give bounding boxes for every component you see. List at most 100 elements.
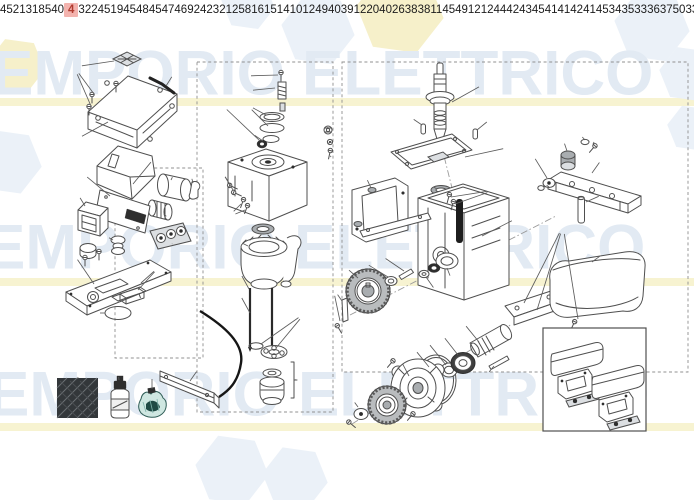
watermark-band xyxy=(0,278,694,286)
part-label-38: 38 xyxy=(417,4,431,16)
part-label-40: 40 xyxy=(51,4,65,16)
switch-part-4 xyxy=(77,201,109,237)
part-label-2: 2 xyxy=(12,4,20,16)
gear-housing-part-12 xyxy=(417,183,510,301)
part-label-43: 43 xyxy=(519,4,532,16)
part-label-39: 39 xyxy=(340,4,354,16)
part-label-15: 15 xyxy=(264,4,277,16)
part-label-1: 1 xyxy=(19,4,26,16)
part-label-49: 49 xyxy=(455,4,468,16)
part-label-41: 41 xyxy=(557,4,571,16)
part-label-46: 46 xyxy=(174,4,188,16)
watermark-hexagon xyxy=(0,39,45,93)
watermark-hexagon xyxy=(195,435,269,500)
pin-part-33 xyxy=(398,268,414,280)
part-label-33: 33 xyxy=(634,4,648,16)
part-label-18: 18 xyxy=(32,4,45,16)
part-label-49: 49 xyxy=(315,4,328,16)
screw-part-14 xyxy=(325,147,334,160)
part-label-41: 41 xyxy=(544,4,558,16)
oring-part-48 xyxy=(104,306,132,320)
part-label-22: 22 xyxy=(84,4,98,16)
pin-part-38b xyxy=(472,128,478,140)
part-label-19: 19 xyxy=(110,4,124,16)
bell-housing-part-40 xyxy=(240,234,302,290)
kit-box-part-27 xyxy=(542,327,647,432)
part-label-38: 38 xyxy=(404,4,418,16)
roller-part-3 xyxy=(147,199,173,221)
valve-part-23 xyxy=(277,81,287,112)
pin-part-41b xyxy=(577,195,585,224)
watermark-hexagon xyxy=(262,447,328,500)
part-label-45: 45 xyxy=(531,4,545,16)
bearing-parts-37-50 xyxy=(418,252,459,279)
part-label-47: 47 xyxy=(161,4,175,16)
part-label-41: 41 xyxy=(583,4,596,16)
part-label-4: 4 xyxy=(64,3,79,17)
bracket-bar-part-9 xyxy=(159,370,220,409)
screw-plate-part-45 xyxy=(86,51,143,116)
part-label-12: 12 xyxy=(302,4,316,16)
part-label-21: 21 xyxy=(219,4,232,16)
bearing-part-51 xyxy=(450,352,476,374)
seal-part-8 xyxy=(256,135,280,149)
part-label-34: 34 xyxy=(608,4,622,16)
cover-part-1 xyxy=(87,75,178,149)
stud-rods-part-39-12 xyxy=(248,288,274,352)
watermark-hexagon xyxy=(0,131,42,194)
cap-small xyxy=(79,243,97,259)
worm-gear-part-34 xyxy=(345,268,391,314)
grease-sachet-part-46 xyxy=(138,387,167,418)
gasket-plate-part-11 xyxy=(390,133,473,170)
grill-part-45 xyxy=(149,222,192,250)
part-label-42: 42 xyxy=(570,4,584,16)
foam-pad-part-45 xyxy=(56,377,99,419)
part-label-26: 26 xyxy=(391,4,405,16)
watermark-text: EMPORIO ELETTRICO xyxy=(0,359,650,430)
part-label-45: 45 xyxy=(97,4,111,16)
pump-body-part-12 xyxy=(227,148,308,222)
part-label-50: 50 xyxy=(672,4,686,16)
pinion-shaft-part-33 xyxy=(469,324,513,358)
part-label-45: 45 xyxy=(123,4,137,16)
part-label-45: 45 xyxy=(442,4,456,16)
watermark-hexagon xyxy=(356,0,444,53)
grommet-part-22 xyxy=(110,235,126,255)
cable xyxy=(199,309,243,398)
part-label-45: 45 xyxy=(595,4,609,16)
rings-part-25 xyxy=(259,112,285,133)
part-label-44: 44 xyxy=(493,4,507,16)
part-label-8: 8 xyxy=(244,4,252,16)
part-label-37: 37 xyxy=(659,4,673,16)
ring-part-20 xyxy=(248,342,264,350)
part-label-36: 36 xyxy=(647,4,660,16)
pin-part-2 xyxy=(148,76,176,95)
part-label-5: 5 xyxy=(44,4,52,16)
part-label-33: 33 xyxy=(685,4,694,16)
part-label-12: 12 xyxy=(480,4,494,16)
side-cover-part-3 xyxy=(96,145,156,200)
washer-part-43 xyxy=(580,138,590,146)
part-label-3: 3 xyxy=(25,4,33,16)
washer-part-35 xyxy=(384,276,398,286)
screw-part-24 xyxy=(278,69,284,82)
watermark-hexagon xyxy=(614,0,690,62)
seal-ring-part-49 xyxy=(251,223,275,235)
part-label-10: 10 xyxy=(289,4,303,16)
watermark-hexagon xyxy=(659,47,694,101)
washers-part-42b xyxy=(537,178,556,191)
part-label-40: 40 xyxy=(327,4,341,16)
flange-part-20 xyxy=(260,345,288,359)
watermark-hexagon xyxy=(221,0,275,29)
part-label-12: 12 xyxy=(353,4,367,16)
strap-part-40 xyxy=(188,181,201,200)
watermark-band xyxy=(0,423,694,431)
key-pin-part-32 xyxy=(488,355,510,370)
part-label-45: 45 xyxy=(148,4,162,16)
plate-part-36 xyxy=(333,297,349,335)
bearing-part-40b xyxy=(259,361,298,405)
